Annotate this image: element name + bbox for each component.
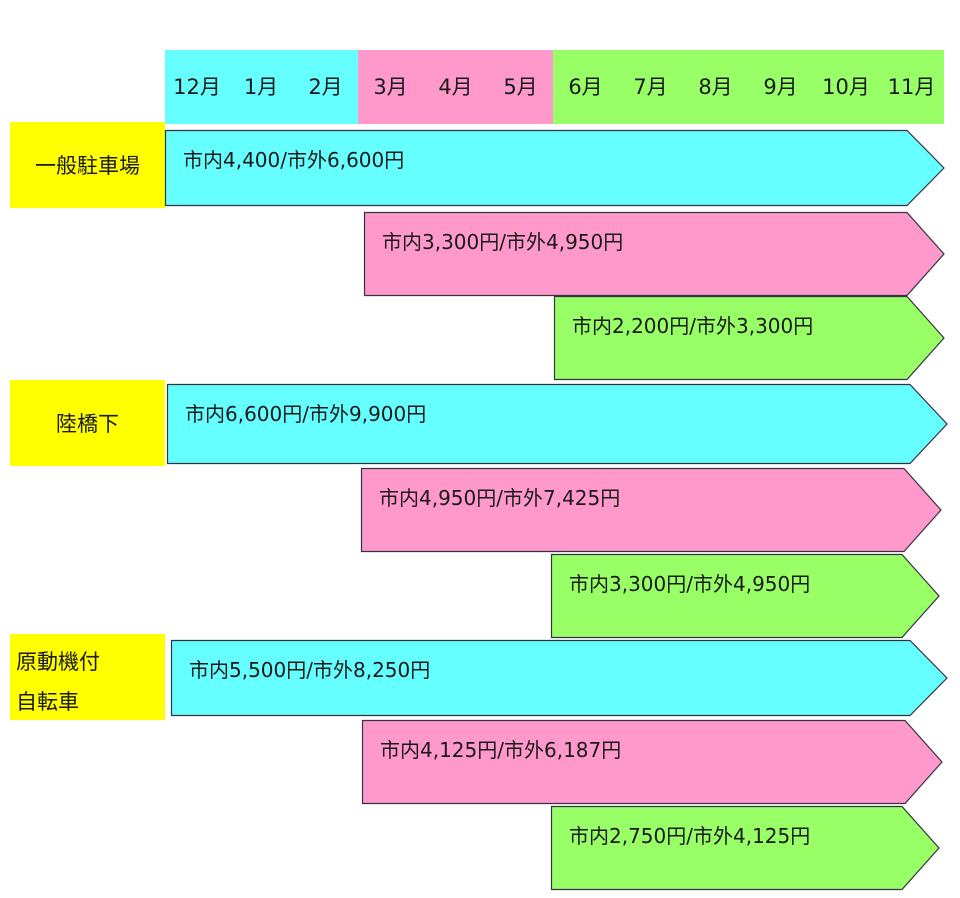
rate-text: 市内3,300円/市外4,950円 <box>382 230 624 254</box>
arrow-shape <box>361 719 943 805</box>
rate-text: 市内2,750円/市外4,125円 <box>569 824 811 848</box>
rate-text: 市内3,300円/市外4,950円 <box>569 572 811 596</box>
month-band-winter <box>165 50 358 124</box>
arrow-shape <box>164 129 945 207</box>
category-label-under-overpass: 陸橋下 <box>10 380 165 466</box>
month-label: 5月 <box>503 75 538 99</box>
rate-text: 市内6,600円/市外9,900円 <box>185 402 427 426</box>
arrow-shape <box>363 211 945 297</box>
month-label: 1月 <box>243 75 279 99</box>
rate-text: 市内4,950円/市外7,425円 <box>379 486 621 510</box>
arrow-shape <box>166 383 948 465</box>
month-label: 8月 <box>698 75 733 99</box>
rate-text: 市内5,500円/市外8,250円 <box>189 658 431 682</box>
month-label: 7月 <box>633 75 668 99</box>
category-label-motorized-bicycle: 原動機付 自転車 <box>10 634 165 720</box>
month-label: 9月 <box>763 75 798 99</box>
month-label: 6月 <box>568 75 603 99</box>
month-label: 4月 <box>438 75 473 99</box>
arrow-polygon <box>361 719 943 805</box>
category-label-text: 自転車 <box>16 690 79 714</box>
arrow-polygon <box>550 553 940 639</box>
arrow-shape <box>360 467 942 553</box>
rate-arrow-moped-full-year: 市内5,500円/市外8,250円 <box>170 639 948 717</box>
rate-arrow-general-full-year: 市内4,400/市外6,600円 <box>164 129 945 207</box>
category-label-text: 原動機付 <box>16 650 100 674</box>
rate-arrow-overpass-from-march: 市内4,950円/市外7,425円 <box>360 467 942 553</box>
arrow-polygon <box>363 211 945 297</box>
rate-text: 市内4,400/市外6,600円 <box>183 148 405 172</box>
month-label: 12月 <box>173 75 221 99</box>
arrow-polygon <box>550 805 940 891</box>
rate-text: 市内2,200円/市外3,300円 <box>572 314 814 338</box>
arrow-shape <box>553 295 945 381</box>
month-band-spring <box>358 50 553 124</box>
arrow-shape <box>170 639 948 717</box>
arrow-polygon <box>553 295 945 381</box>
arrow-polygon <box>164 129 945 207</box>
month-label: 11月 <box>887 75 936 99</box>
arrow-polygon <box>360 467 942 553</box>
rate-text: 市内4,125円/市外6,187円 <box>380 738 622 762</box>
rate-arrow-general-from-june: 市内2,200円/市外3,300円 <box>553 295 945 381</box>
rate-arrow-general-from-march: 市内3,300円/市外4,950円 <box>363 211 945 297</box>
arrow-polygon <box>166 383 948 465</box>
arrow-shape <box>550 805 940 891</box>
rate-arrow-moped-from-march: 市内4,125円/市外6,187円 <box>361 719 943 805</box>
arrow-shape <box>550 553 940 639</box>
month-label: 10月 <box>822 75 870 99</box>
rate-arrow-overpass-full-year: 市内6,600円/市外9,900円 <box>166 383 948 465</box>
rate-arrow-moped-from-june: 市内2,750円/市外4,125円 <box>550 805 940 891</box>
category-label-text: 一般駐車場 <box>35 154 140 178</box>
category-label-text: 陸橋下 <box>56 412 119 436</box>
month-band-summer <box>553 50 944 124</box>
arrow-polygon <box>170 639 948 717</box>
rate-arrow-overpass-from-june: 市内3,300円/市外4,950円 <box>550 553 940 639</box>
category-label-general-parking: 一般駐車場 <box>10 122 165 208</box>
month-label: 2月 <box>308 75 343 99</box>
month-label: 3月 <box>373 75 408 99</box>
